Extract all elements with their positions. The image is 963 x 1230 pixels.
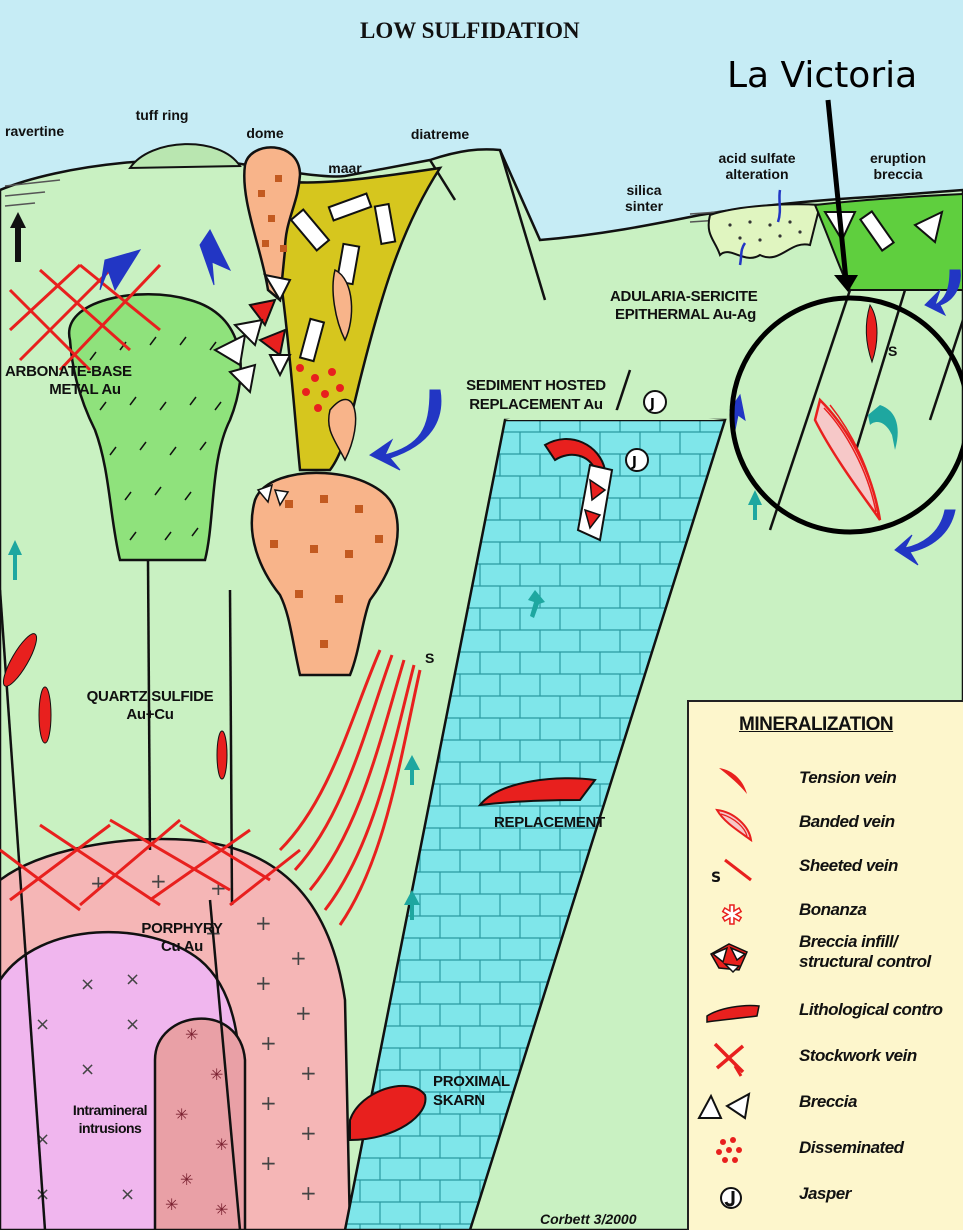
svg-text:✱: ✱ <box>721 901 743 931</box>
label-sediment-2: REPLACEMENT Au <box>469 396 603 413</box>
svg-text:+: + <box>260 1031 277 1055</box>
svg-text:+: + <box>260 1151 277 1175</box>
bonanza-icon: ✱ <box>689 892 769 932</box>
label-quartz-au-cu: Au+Cu <box>126 706 173 723</box>
diagram-title: LOW SULFIDATION <box>360 18 580 44</box>
label-porphyry: PORPHYRY <box>141 920 222 937</box>
label-victoria-s: S <box>888 343 897 359</box>
legend-item-banded-vein: Banded vein <box>689 804 963 844</box>
label-travertine: ravertine <box>5 123 64 139</box>
svg-text:×: × <box>80 1059 95 1080</box>
legend-item-breccia-infill: Breccia infill/ structural control <box>689 930 963 980</box>
label-intramineral: Intramineral <box>73 1102 147 1118</box>
breccia-infill-icon <box>689 936 769 976</box>
label-acid-sulfate: acid sulfate <box>718 150 795 166</box>
svg-text:✳: ✳ <box>165 1195 178 1214</box>
label-porphyry-cu-au: Cu Au <box>161 938 203 955</box>
label-proximal: PROXIMAL <box>433 1073 510 1090</box>
legend-item-lithological-control: Lithological contro <box>689 992 963 1032</box>
legend-label-line-2: structural control <box>799 952 931 972</box>
svg-text:×: × <box>125 1014 140 1035</box>
svg-text:J: J <box>631 455 637 470</box>
label-intrusions: intrusions <box>79 1120 142 1136</box>
label-silica: silica <box>626 182 661 198</box>
legend-label: Lithological contro <box>799 1000 943 1020</box>
svg-text:✳: ✳ <box>175 1105 188 1124</box>
sheeted-vein-icon: S <box>689 848 769 888</box>
legend-item-sheeted-vein: S Sheeted vein <box>689 848 963 888</box>
label-sheeted-s: S <box>425 650 434 666</box>
legend-label: Jasper <box>799 1184 851 1204</box>
banded-vein-icon <box>689 804 769 844</box>
legend-item-stockwork-vein: Stockwork vein <box>689 1038 963 1078</box>
sheeted-vein-symbol: S <box>711 870 721 886</box>
svg-text:+: + <box>255 971 272 995</box>
label-sinter: sinter <box>625 198 663 214</box>
legend-item-disseminated: Disseminated <box>689 1130 963 1170</box>
label-adularia-2: EPITHERMAL Au-Ag <box>615 306 756 323</box>
svg-text:+: + <box>300 1061 317 1085</box>
label-tuff-ring: tuff ring <box>136 107 189 123</box>
legend-item-bonanza: ✱ Bonanza <box>689 892 963 932</box>
svg-text:+: + <box>295 1001 312 1025</box>
svg-text:+: + <box>300 1121 317 1145</box>
svg-text:+: + <box>300 1181 317 1205</box>
legend-label: Breccia <box>799 1092 857 1112</box>
svg-text:+: + <box>255 911 272 935</box>
legend-item-jasper: Jasper <box>689 1176 963 1216</box>
svg-text:+: + <box>290 946 307 970</box>
lithological-control-icon <box>689 992 769 1032</box>
svg-text:J: J <box>649 397 655 412</box>
label-carbonate-2: METAL Au <box>49 381 120 398</box>
legend-label: Stockwork vein <box>799 1046 917 1066</box>
tension-vein-icon <box>689 760 769 800</box>
credit-label: Corbett 3/2000 <box>540 1211 636 1227</box>
legend-item-tension-vein: Tension vein <box>689 760 963 800</box>
svg-text:×: × <box>120 1184 135 1205</box>
mineralization-legend: MINERALIZATION Tension vein Banded vein … <box>687 700 963 1230</box>
legend-label: Bonanza <box>799 900 866 920</box>
label-carbonate-1: ARBONATE-BASE <box>5 363 132 380</box>
jasper-icon <box>689 1176 769 1216</box>
label-adularia-1: ADULARIA-SERICITE <box>610 288 757 305</box>
label-maar: maar <box>328 160 361 176</box>
la-victoria-label: La Victoria <box>727 55 917 96</box>
svg-text:✳: ✳ <box>215 1135 228 1154</box>
legend-title: MINERALIZATION <box>739 714 893 736</box>
svg-text:×: × <box>35 1014 50 1035</box>
label-diatreme: diatreme <box>411 126 469 142</box>
label-replacement: REPLACEMENT <box>494 814 605 831</box>
svg-text:✳: ✳ <box>185 1025 198 1044</box>
svg-text:+: + <box>260 1091 277 1115</box>
breccia-icon <box>689 1084 769 1124</box>
svg-text:✳: ✳ <box>180 1170 193 1189</box>
stockwork-vein-icon <box>689 1038 769 1078</box>
label-breccia: breccia <box>873 166 922 182</box>
legend-label-line-1: Breccia infill/ <box>799 932 931 952</box>
legend-label: Disseminated <box>799 1138 904 1158</box>
label-quartz-sulfide: QUARTZ SULFIDE <box>87 688 214 705</box>
label-sediment-1: SEDIMENT HOSTED <box>466 377 606 394</box>
svg-text:✳: ✳ <box>215 1200 228 1219</box>
legend-label: Sheeted vein <box>799 856 898 876</box>
label-eruption: eruption <box>870 150 926 166</box>
svg-text:×: × <box>80 974 95 995</box>
label-dome: dome <box>246 125 283 141</box>
svg-text:✳: ✳ <box>210 1065 223 1084</box>
label-skarn: SKARN <box>433 1092 485 1109</box>
label-alteration: alteration <box>725 166 788 182</box>
legend-label: Banded vein <box>799 812 895 832</box>
svg-text:×: × <box>125 969 140 990</box>
disseminated-icon <box>689 1130 769 1170</box>
legend-item-breccia: Breccia <box>689 1084 963 1124</box>
legend-label: Tension vein <box>799 768 896 788</box>
legend-label: Breccia infill/ structural control <box>799 932 931 972</box>
